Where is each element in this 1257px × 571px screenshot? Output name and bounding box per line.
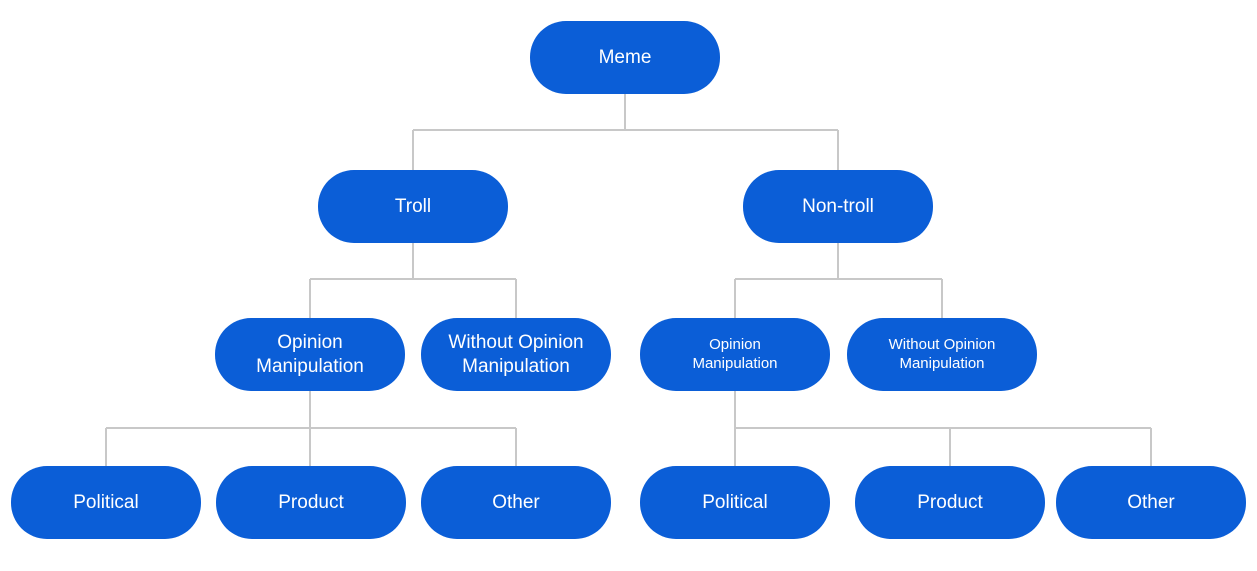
node-label: Opinion Manipulation xyxy=(256,331,364,377)
node-troll-other: Other xyxy=(421,466,611,539)
node-label: Other xyxy=(492,491,540,513)
node-label: Product xyxy=(278,491,344,513)
node-meme: Meme xyxy=(530,21,720,94)
node-label: Troll xyxy=(394,195,432,217)
node-label: Political xyxy=(73,491,139,513)
node-non-troll-without-opinion-manipulation: Without Opinion Manipulation xyxy=(847,318,1037,391)
node-troll-opinion-manipulation: Opinion Manipulation xyxy=(215,318,405,391)
node-troll-political: Political xyxy=(11,466,201,539)
node-label: Non-troll xyxy=(802,195,874,217)
node-label: Without Opinion Manipulation xyxy=(888,335,996,372)
node-troll-product: Product xyxy=(216,466,406,539)
node-troll-without-opinion-manipulation: Without Opinion Manipulation xyxy=(421,318,611,391)
node-label: Meme xyxy=(598,46,652,68)
node-non-troll-other: Other xyxy=(1056,466,1246,539)
node-non-troll-product: Product xyxy=(855,466,1045,539)
node-non-troll-opinion-manipulation: Opinion Manipulation xyxy=(640,318,830,391)
node-troll: Troll xyxy=(318,170,508,243)
node-label: Political xyxy=(702,491,768,513)
node-non-troll: Non-troll xyxy=(743,170,933,243)
node-label: Opinion Manipulation xyxy=(692,335,778,372)
node-label: Product xyxy=(917,491,983,513)
node-non-troll-political: Political xyxy=(640,466,830,539)
node-label: Other xyxy=(1127,491,1175,513)
node-label: Without Opinion Manipulation xyxy=(448,331,584,377)
